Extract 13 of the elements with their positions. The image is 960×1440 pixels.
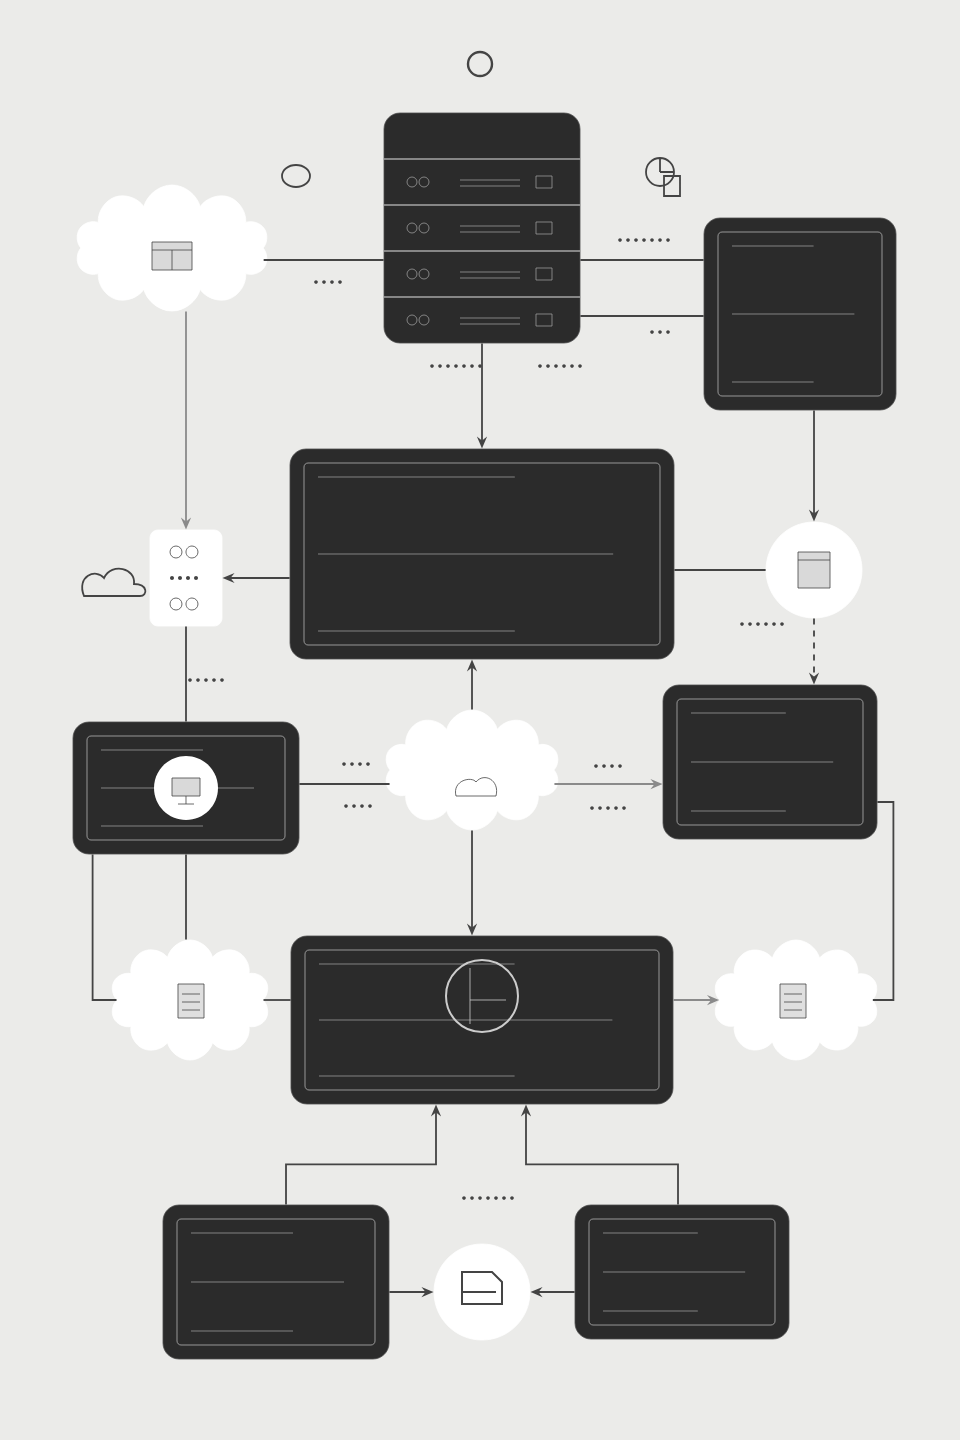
panel-box — [662, 684, 878, 840]
panel-box — [290, 935, 674, 1105]
circle-shape — [433, 1243, 531, 1341]
panel-box — [289, 448, 675, 660]
cloud-shape — [76, 184, 268, 312]
cloud-shape — [111, 939, 269, 1061]
cloud-shape — [714, 939, 878, 1061]
panel-box — [149, 529, 223, 627]
panel-box — [383, 112, 581, 344]
panel-box — [162, 1204, 390, 1360]
cloud-shape — [385, 709, 559, 831]
panel-box — [703, 217, 897, 411]
panel-box — [574, 1204, 790, 1340]
